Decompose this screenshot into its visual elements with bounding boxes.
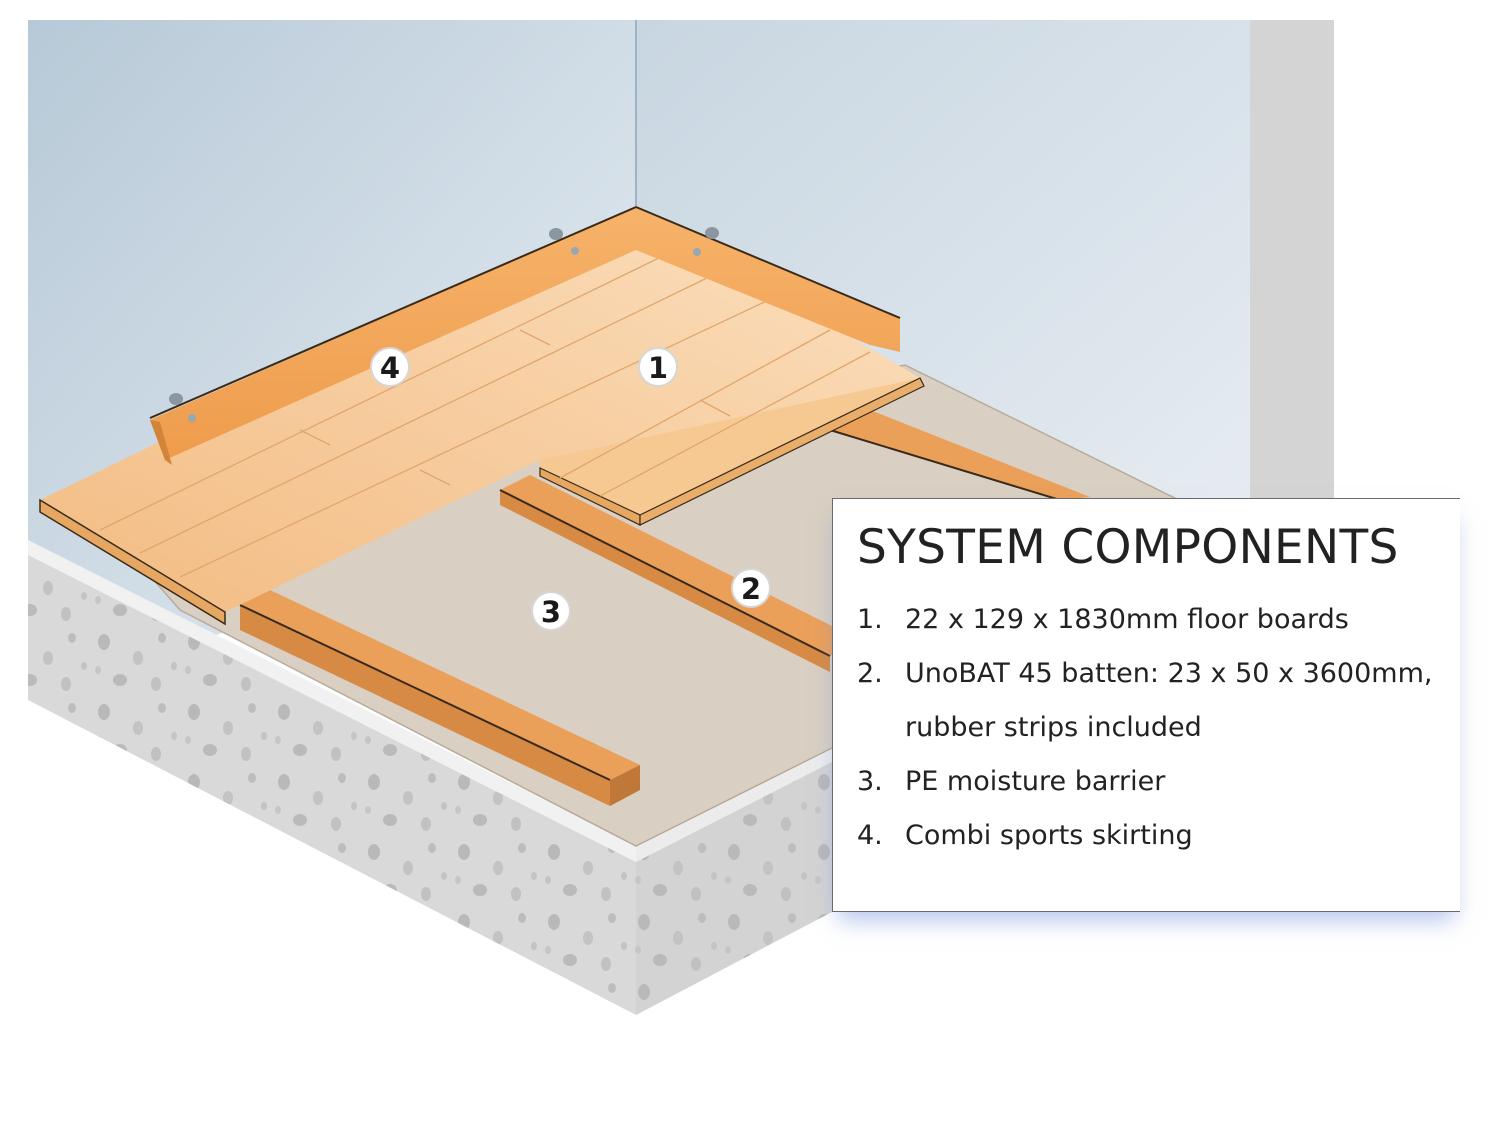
component-number: 1.: [857, 604, 883, 635]
component-text: 22 x 129 x 1830mm floor boards: [905, 604, 1349, 635]
component-text: PE moisture barrier: [905, 766, 1166, 797]
component-number: 2.: [857, 658, 883, 689]
callout-3: 3: [531, 591, 571, 631]
batten-back: [829, 410, 1090, 501]
component-item-4: 4. Combi sports skirting: [857, 809, 1460, 863]
component-item-1: 1. 22 x 129 x 1830mm floor boards: [857, 593, 1460, 647]
batten-middle: [499, 475, 860, 672]
svg-text:3: 3: [541, 595, 561, 629]
floor-boards: [39, 210, 925, 626]
callout-4: 4: [370, 347, 410, 387]
component-text: UnoBAT 45 batten: 23 x 50 x 3600mm, rubb…: [905, 658, 1433, 743]
panel-title: SYSTEM COMPONENTS: [857, 520, 1399, 575]
component-number: 4.: [857, 820, 883, 851]
svg-text:2: 2: [741, 572, 761, 606]
concrete-slab: [28, 540, 832, 1015]
component-item-2: 2. UnoBAT 45 batten: 23 x 50 x 3600mm, r…: [857, 647, 1460, 755]
callout-2: 2: [731, 568, 771, 608]
batten-front: [239, 590, 640, 806]
callout-1: 1: [638, 347, 678, 387]
svg-text:4: 4: [380, 351, 400, 385]
component-number: 3.: [857, 766, 883, 797]
combi-sports-skirting: [149, 206, 901, 465]
component-item-3: 3. PE moisture barrier: [857, 755, 1460, 809]
component-text: Combi sports skirting: [905, 820, 1193, 851]
system-components-panel: SYSTEM COMPONENTS 1. 22 x 129 x 1830mm f…: [832, 498, 1460, 912]
svg-text:1: 1: [648, 351, 668, 385]
